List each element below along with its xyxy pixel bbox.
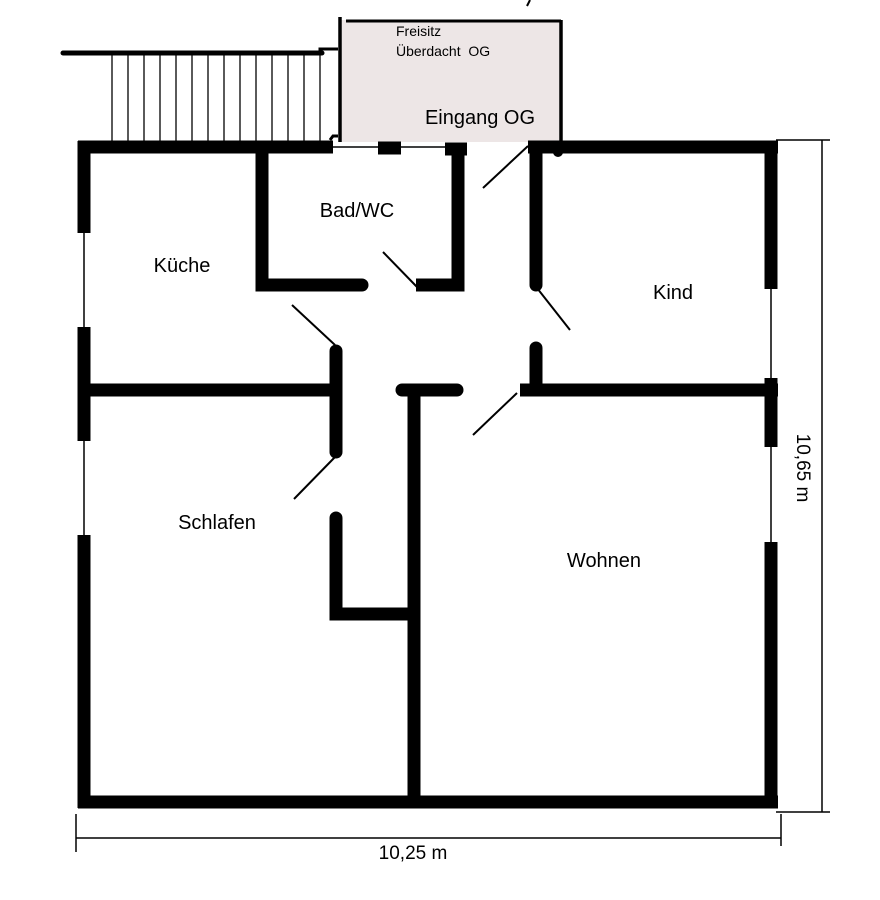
door-bad xyxy=(382,251,418,288)
terrace-label-line2: Überdacht OG xyxy=(396,42,490,59)
wall-joint xyxy=(553,147,563,157)
wall-bad-right xyxy=(416,150,465,292)
doors xyxy=(291,145,571,500)
dim-height-label: 10,65 m xyxy=(792,434,813,503)
stair-landing-foot xyxy=(328,134,338,141)
door-entrance xyxy=(482,145,529,189)
entrance-label: Eingang OG xyxy=(425,107,535,129)
door-kueche xyxy=(291,304,336,346)
wall-hall-2 xyxy=(329,511,417,621)
terrace xyxy=(338,0,563,146)
room-label-schlafen: Schlafen xyxy=(178,512,256,534)
stair-landing-edge xyxy=(318,47,338,53)
staircase xyxy=(60,47,338,141)
door-schlafen xyxy=(293,455,337,500)
terrace-label-line1: Freisitz xyxy=(396,23,441,39)
door-kind xyxy=(536,287,571,331)
room-label-kueche: Küche xyxy=(154,255,211,277)
room-label-kind: Kind xyxy=(653,282,693,304)
outer-walls xyxy=(77,140,778,809)
dimension-lines xyxy=(75,139,830,852)
room-label-wohnen: Wohnen xyxy=(567,550,641,572)
dim-width-label: 10,25 m xyxy=(379,843,448,864)
room-label-bad: Bad/WC xyxy=(320,200,394,222)
inner-walls xyxy=(84,143,778,802)
terrace-area xyxy=(341,20,560,142)
terrace-mark xyxy=(526,0,531,7)
door-wohnen xyxy=(472,392,518,436)
wall-bad-left-bottom xyxy=(255,146,369,292)
